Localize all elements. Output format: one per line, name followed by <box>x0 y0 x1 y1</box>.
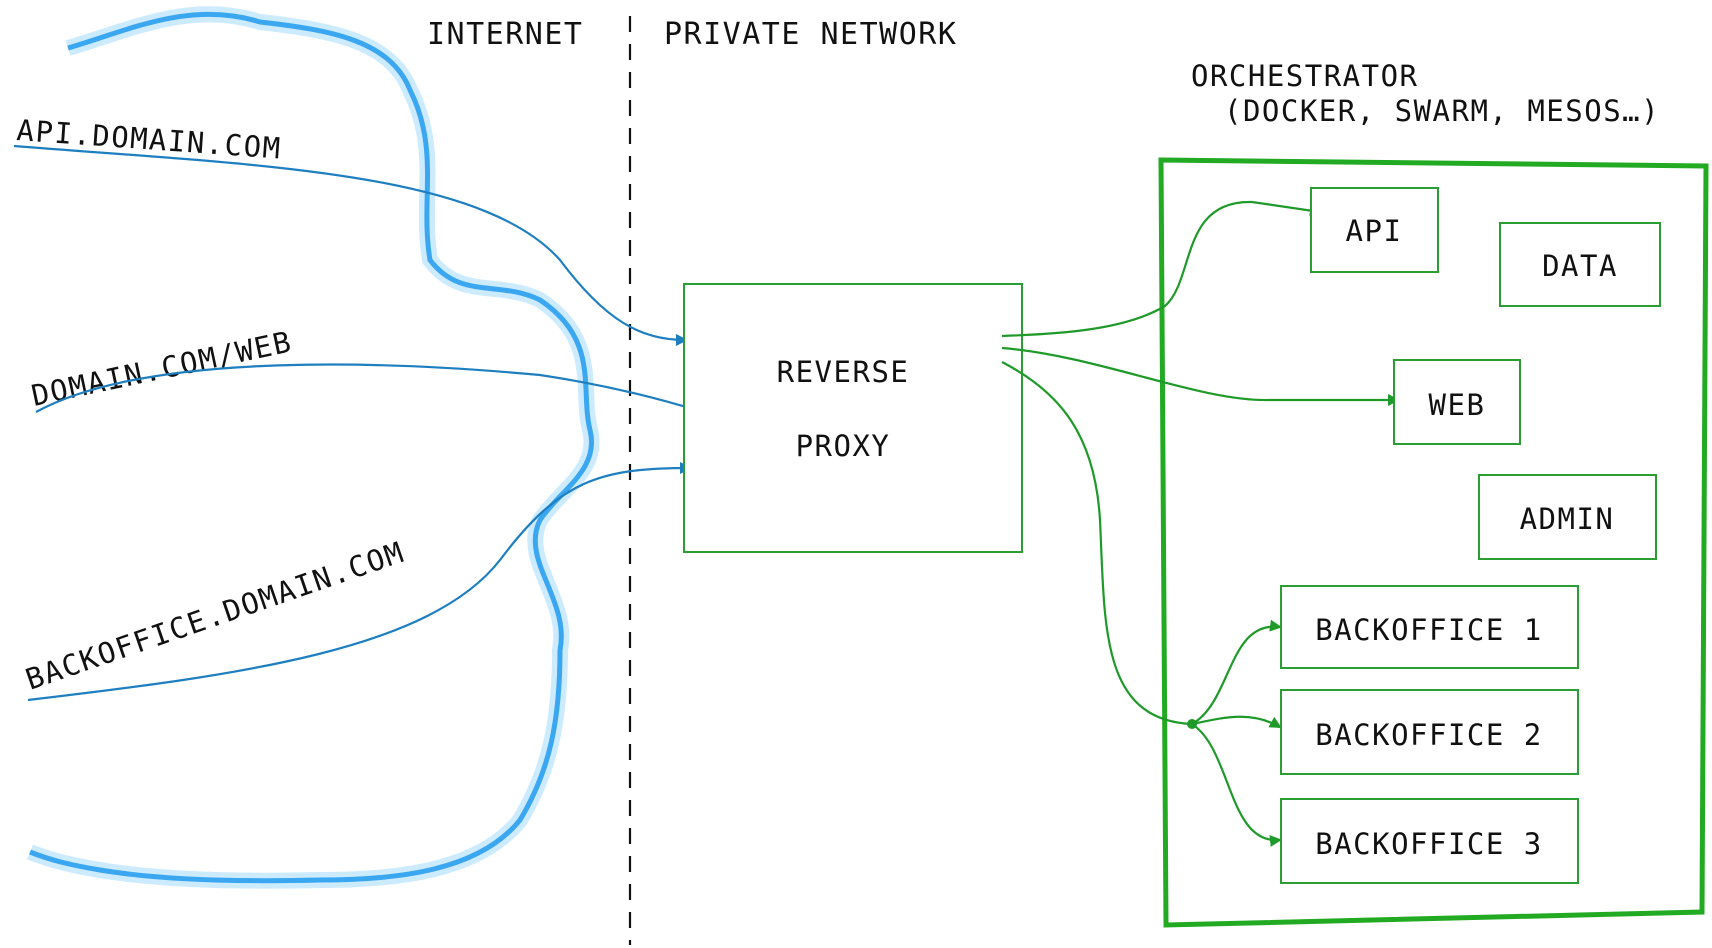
service-label-backoffice1: BACKOFFICE 1 <box>1315 613 1543 647</box>
service-box-backoffice1 <box>1280 585 1579 669</box>
route-line-web <box>1001 346 1400 406</box>
domain-label-backoffice: BACKOFFICE.DOMAIN.COM <box>21 535 409 697</box>
reverse-proxy-label-line1: REVERSE <box>777 355 910 389</box>
service-box-data <box>1499 222 1661 307</box>
reverse-proxy-box <box>683 283 1023 553</box>
service-label-web: WEB <box>1429 388 1486 422</box>
request-line-backoffice <box>27 462 692 702</box>
reverse-proxy-label-line2: PROXY <box>796 429 891 463</box>
service-label-backoffice2: BACKOFFICE 2 <box>1315 718 1543 752</box>
request-line-web <box>35 363 698 413</box>
service-label-api: API <box>1346 214 1403 248</box>
service-box-admin <box>1478 474 1657 560</box>
private-network-label: PRIVATE NETWORK <box>664 17 957 52</box>
service-box-web <box>1393 359 1521 445</box>
route-branch-backoffice3 <box>1191 723 1282 847</box>
service-box-api <box>1310 187 1439 273</box>
service-label-admin: ADMIN <box>1520 502 1615 536</box>
service-box-backoffice2 <box>1280 689 1579 775</box>
route-branch-backoffice2 <box>1191 715 1282 728</box>
route-junction-dot <box>1187 719 1197 729</box>
orchestrator-subtitle: (DOCKER, SWARM, MESOS…) <box>1224 94 1660 128</box>
request-line-api <box>13 144 688 346</box>
service-label-backoffice3: BACKOFFICE 3 <box>1315 827 1543 861</box>
domain-label-web: DOMAIN.COM/WEB <box>28 324 295 412</box>
route-line-api <box>1001 200 1322 338</box>
service-box-backoffice3 <box>1280 798 1579 884</box>
route-line-backoffice <box>1001 361 1193 726</box>
domain-label-api: API.DOMAIN.COM <box>16 113 283 165</box>
route-branch-backoffice1 <box>1191 619 1282 725</box>
internet-label: INTERNET <box>427 17 584 52</box>
internet-cloud-icon <box>27 6 600 889</box>
orchestrator-container <box>1158 157 1709 928</box>
service-label-data: DATA <box>1542 249 1618 283</box>
orchestrator-title: ORCHESTRATOR <box>1191 59 1419 93</box>
